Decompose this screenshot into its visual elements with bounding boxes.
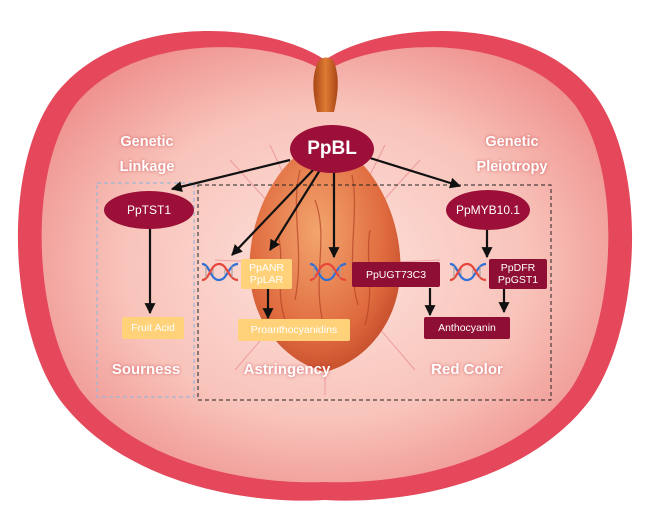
gene-ppugt73c3: PpUGT73C3: [365, 268, 427, 281]
gene-box-ppugt73c3: PpUGT73C3: [352, 262, 440, 287]
trait-sourness: Sourness: [111, 361, 181, 378]
product-fruit-acid-label: Fruit Acid: [131, 322, 175, 334]
association-right-line2: Pleiotropy: [476, 159, 548, 175]
regulation-arrows: [144, 156, 510, 320]
gene-pplar: PpLAR: [249, 274, 284, 286]
regulator-right-label: PpMYB10.1: [455, 203, 521, 217]
gene-box-ppanr-pplar: PpANR PpLAR: [241, 259, 292, 289]
association-left-line1: Genetic: [120, 134, 174, 150]
association-right: Genetic Pleiotropy: [452, 130, 572, 180]
product-anthocyanin: Anthocyanin: [424, 317, 510, 339]
peach-stem: [313, 57, 338, 112]
regulator-ppmyb10: PpMYB10.1: [446, 190, 530, 230]
product-proanthocyanidins: Proanthocyanidins: [238, 319, 350, 341]
hub-ppbl: PpBL: [290, 125, 374, 173]
product-proanthocyanidins-label: Proanthocyanidins: [250, 324, 338, 336]
hub-label: PpBL: [307, 138, 357, 159]
gene-group-frame: [197, 184, 552, 401]
product-fruit-acid: Fruit Acid: [122, 317, 184, 339]
dna-icon: [309, 262, 347, 282]
product-anthocyanin-label: Anthocyanin: [438, 322, 496, 334]
sourness-group-frame: [96, 182, 195, 398]
association-left: Genetic Linkage: [100, 130, 194, 180]
regulator-pptst1: PpTST1: [104, 191, 194, 229]
dna-icon: [449, 262, 487, 282]
trait-red-color: Red Color: [431, 361, 503, 378]
dna-icon: [201, 262, 239, 282]
trait-astringency: Astringency: [243, 361, 331, 378]
gene-ppdfr: PpDFR: [500, 262, 536, 274]
gene-ppgst1: PpGST1: [497, 274, 539, 286]
gene-box-ppdfr-ppgst1: PpDFR PpGST1: [489, 259, 547, 289]
association-right-line1: Genetic: [485, 134, 539, 150]
association-left-line2: Linkage: [119, 159, 175, 175]
regulator-left-label: PpTST1: [126, 203, 171, 217]
gene-ppanr: PpANR: [248, 262, 284, 274]
